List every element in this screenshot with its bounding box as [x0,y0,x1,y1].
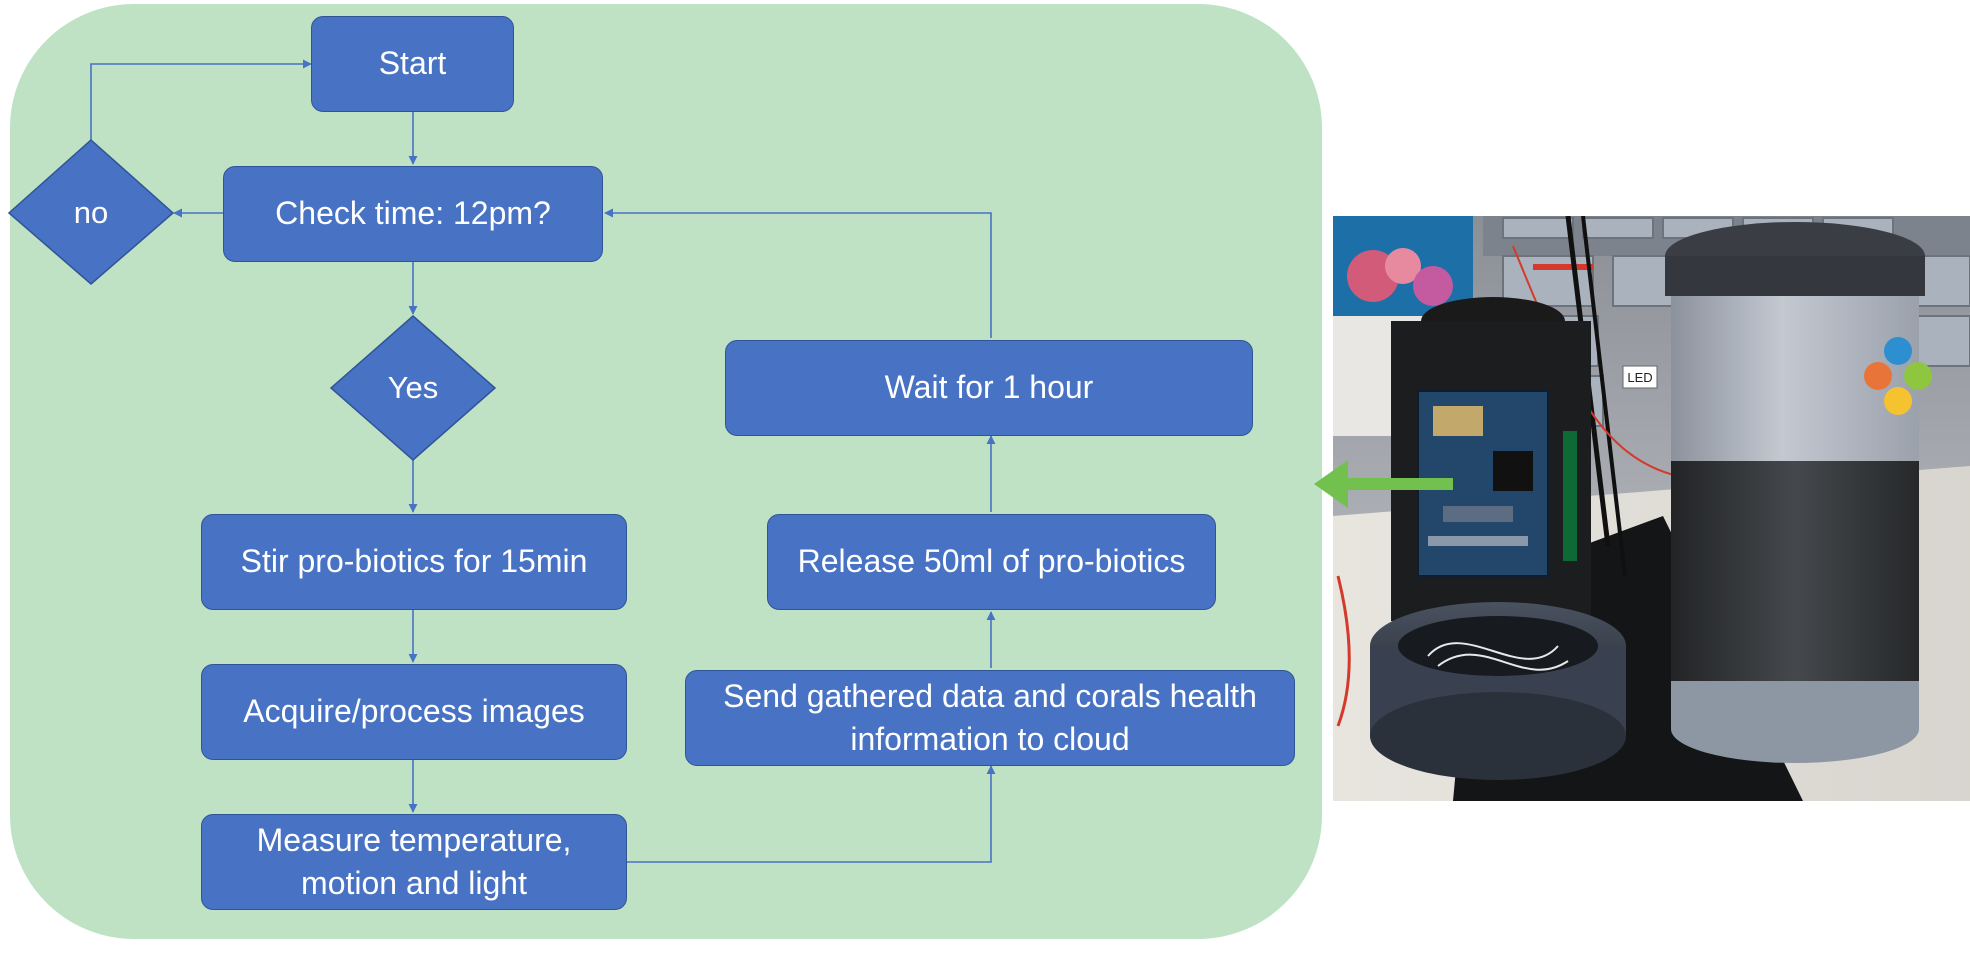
check-time-node: Check time: 12pm? [223,166,603,262]
connector-measure-send [627,765,996,863]
measure-node: Measure temperature, motion and light [201,814,627,910]
no-decision-diamond [7,138,175,285]
device-photo: LED [1333,216,1970,801]
no-label: no [73,195,109,230]
wait-node: Wait for 1 hour [725,340,1253,436]
yes-decision-diamond [329,315,497,461]
connector-wait-check [604,208,992,338]
acquire-images-node: Acquire/process images [201,664,627,760]
release-probiotics-node: Release 50ml of pro-biotics [767,514,1216,610]
device-photo-illustration: LED [1333,216,1970,801]
flowchart-panel [10,4,1322,939]
stir-probiotics-node: Stir pro-biotics for 15min [201,514,627,610]
led-label: LED [1627,370,1652,385]
yes-label: Yes [387,370,439,405]
start-node: Start [311,16,514,112]
connector-no-start [90,59,312,140]
send-data-node: Send gathered data and corals health inf… [685,670,1295,766]
